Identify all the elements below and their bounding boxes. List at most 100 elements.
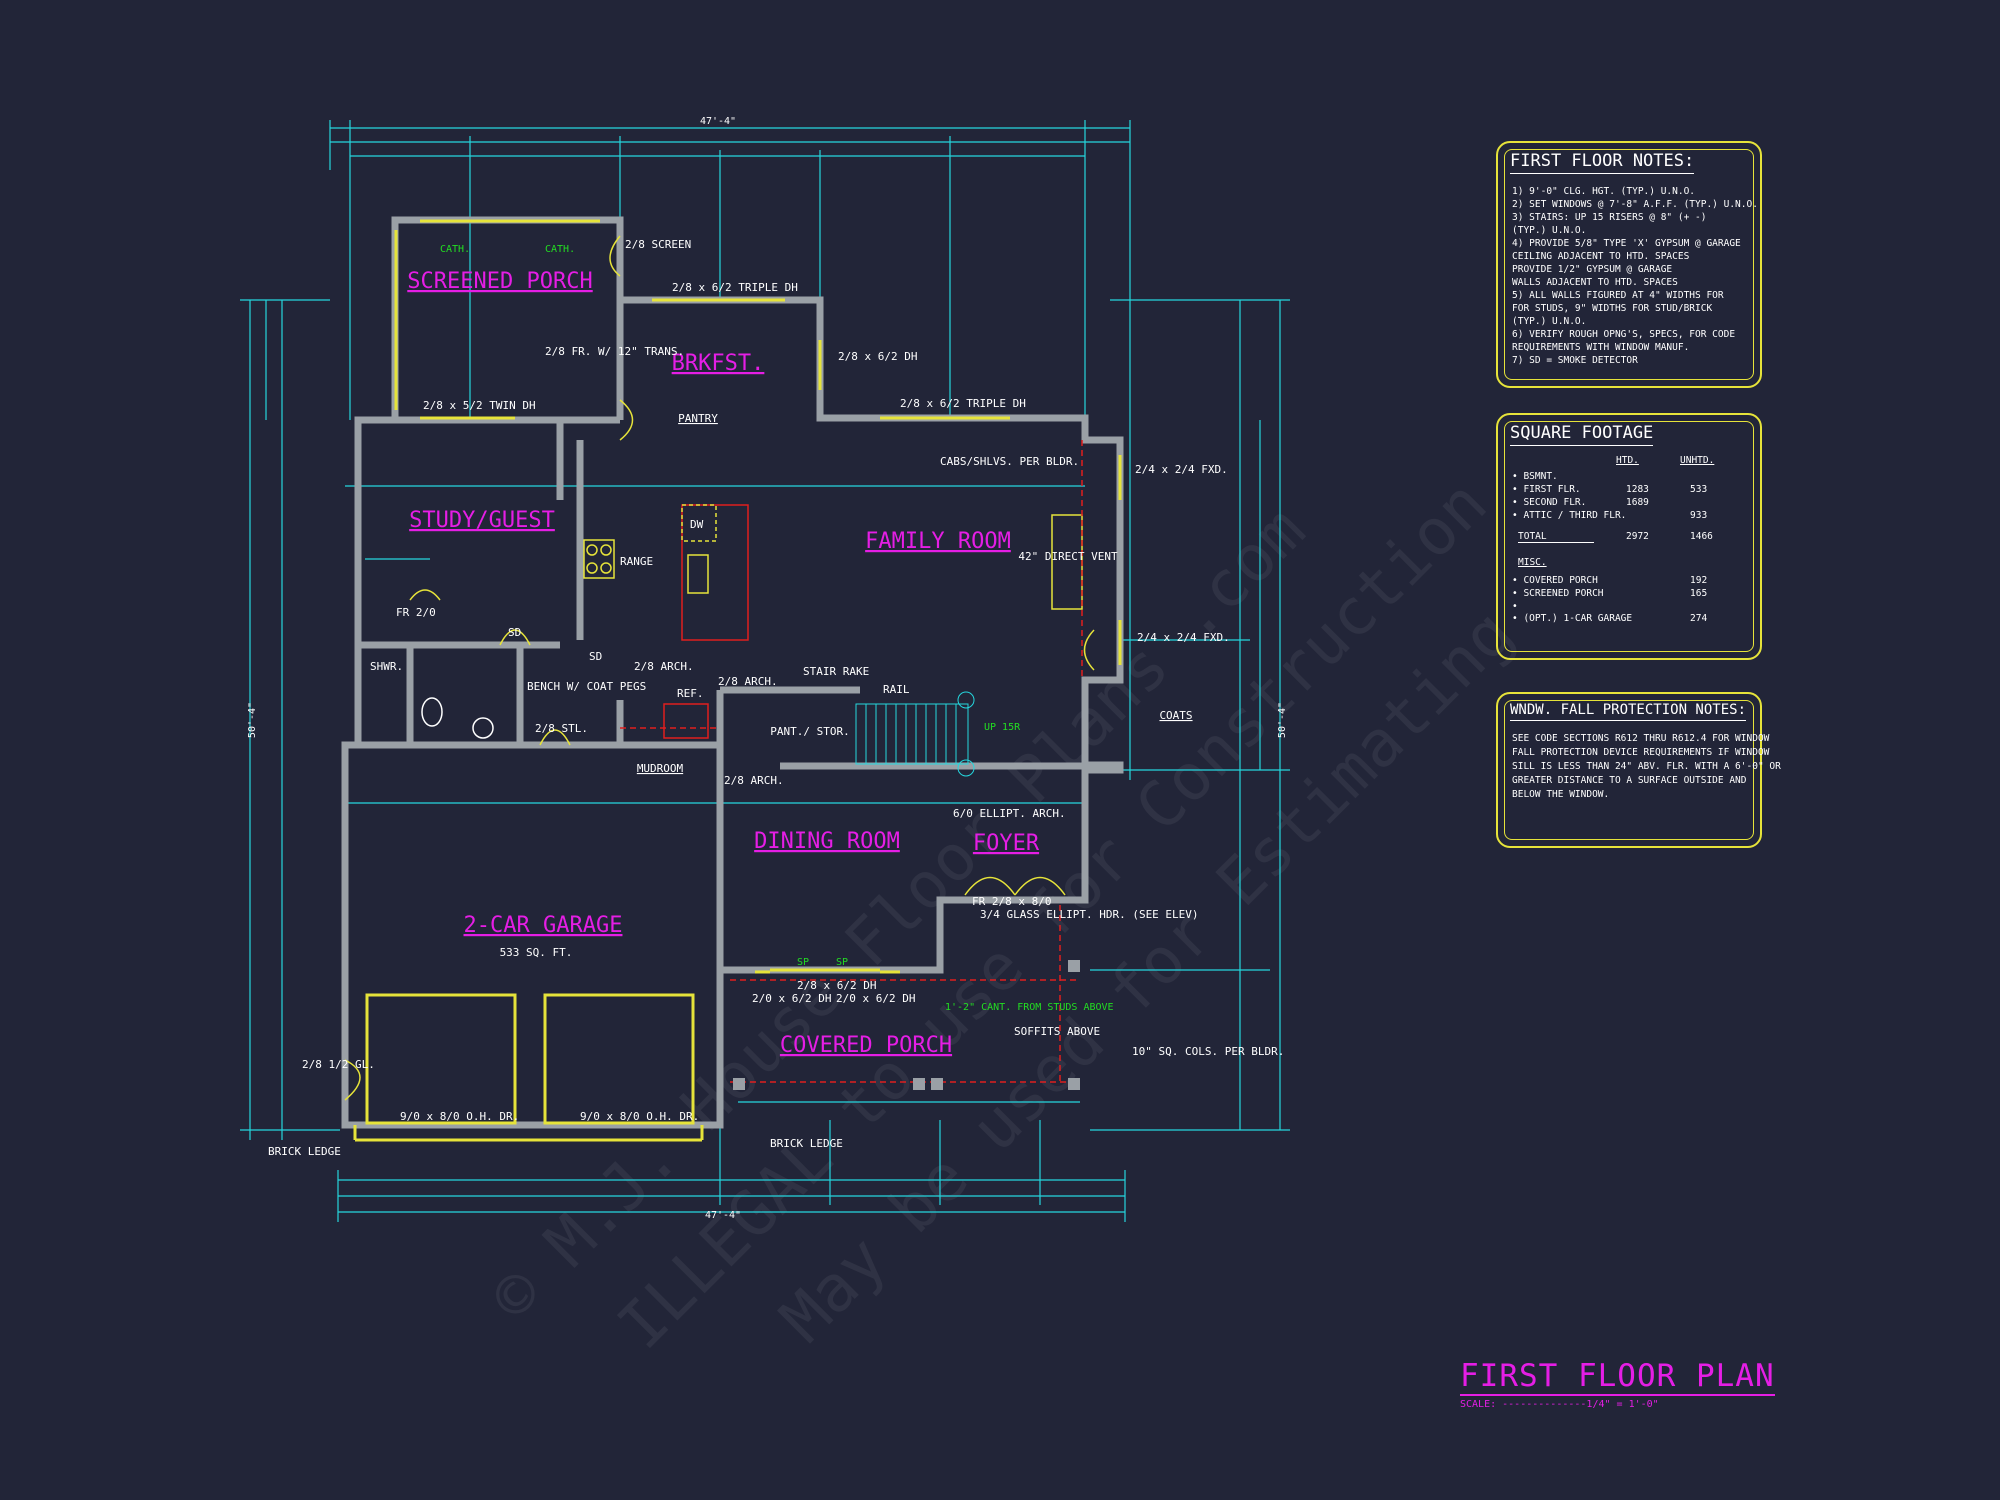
label-fxd-1: 2/4 x 2/4 FXD. xyxy=(1135,463,1228,476)
sqft-row: • FIRST FLR. 1283 533 xyxy=(1512,484,1746,496)
room-pant-stor: PANT./ STOR. xyxy=(770,725,849,738)
stairs xyxy=(855,691,975,777)
room-garage: 2-CAR GARAGE xyxy=(464,913,623,938)
sqft-row-label: • ATTIC / THIRD FLR. xyxy=(1512,510,1627,521)
sqft-total-label: TOTAL xyxy=(1518,531,1594,543)
note-line: CEILING ADJACENT TO HTD. SPACES xyxy=(1512,251,1690,262)
fall-line: SEE CODE SECTIONS R612 THRU R612.4 FOR W… xyxy=(1512,733,1770,744)
square-footage-panel: SQUARE FOOTAGE HTD. UNHTD. • BSMNT. • FI… xyxy=(1496,413,1762,660)
sqft-total-unhtd: 1466 xyxy=(1690,531,1713,542)
garage-area: 533 SQ. FT. xyxy=(500,946,573,959)
sqft-row-unhtd: 274 xyxy=(1690,613,1708,624)
porch-outline xyxy=(620,440,1083,1083)
fall-line: FALL PROTECTION DEVICE REQUIREMENTS IF W… xyxy=(1512,747,1770,758)
sqft-total-row: TOTAL 2972 1466 xyxy=(1512,531,1746,543)
panel-border xyxy=(1504,700,1754,840)
panel-border xyxy=(1504,149,1754,380)
fall-protection-panel: WNDW. FALL PROTECTION NOTES: SEE CODE SE… xyxy=(1496,692,1781,848)
note-line: PROVIDE 1/2" GYPSUM @ GARAGE xyxy=(1512,264,1673,275)
sqft-row: • (OPT.) 1-CAR GARAGE 274 xyxy=(1512,613,1746,625)
fall-lines: SEE CODE SECTIONS R612 THRU R612.4 FOR W… xyxy=(1512,732,1781,802)
sqft-row-unhtd: 165 xyxy=(1690,588,1708,599)
sqft-title: SQUARE FOOTAGE xyxy=(1510,423,1654,446)
room-covered-porch: COVERED PORCH xyxy=(780,1033,952,1058)
label-twin-dh: 2/8 x 5/2 TWIN DH xyxy=(423,399,536,412)
label-ohdr-1: 9/0 x 8/0 O.H. DR. xyxy=(400,1110,519,1123)
label-ohdr-2: 9/0 x 8/0 O.H. DR. xyxy=(580,1110,699,1123)
fixtures xyxy=(344,235,1095,1101)
title-block: FIRST FLOOR PLAN SCALE: --------------1/… xyxy=(1460,1358,1775,1410)
label-sd-1: SD xyxy=(508,626,521,639)
panel-border xyxy=(1504,421,1754,652)
room-coats: COATS xyxy=(1159,709,1192,722)
label-screen: 2/8 SCREEN xyxy=(625,238,691,251)
sqft-row-label: • SCREENED PORCH xyxy=(1512,588,1604,599)
first-floor-notes-panel: FIRST FLOOR NOTES: 1) 9'-0" CLG. HGT. (T… xyxy=(1496,141,1762,388)
label-fr-trans: 2/8 FR. W/ 12" TRANS. xyxy=(545,345,684,358)
label-cath-1: CATH. xyxy=(440,244,470,255)
sqft-header-row: HTD. UNHTD. xyxy=(1512,455,1746,467)
note-line: WALLS ADJACENT TO HTD. SPACES xyxy=(1512,277,1678,288)
label-cant: 1'-2" CANT. FROM STUDS ABOVE xyxy=(945,1002,1114,1013)
label-dh-right: 2/0 x 6/2 DH xyxy=(836,992,915,1005)
label-shwr: SHWR. xyxy=(370,660,403,673)
label-sp-2: SP xyxy=(836,957,848,968)
room-dining: DINING ROOM xyxy=(754,829,900,854)
label-dw: DW xyxy=(690,518,704,531)
label-porch-dh: 2/8 x 6/2 DH xyxy=(797,979,876,992)
sqft-col-htd: HTD. xyxy=(1616,455,1639,466)
sqft-row-label: • FIRST FLR. xyxy=(1512,484,1581,495)
notes-lines: 1) 9'-0" CLG. HGT. (TYP.) U.N.O. 2) SET … xyxy=(1512,185,1758,367)
label-brick-right: BRICK LEDGE xyxy=(770,1137,843,1150)
label-arch-3: 2/8 ARCH. xyxy=(724,774,784,787)
sqft-row: • ATTIC / THIRD FLR. 933 xyxy=(1512,510,1746,522)
label-stair-rake: STAIR RAKE xyxy=(803,665,869,678)
note-line: 1) 9'-0" CLG. HGT. (TYP.) U.N.O. xyxy=(1512,186,1696,197)
note-line: 5) ALL WALLS FIGURED AT 4" WIDTHS FOR xyxy=(1512,290,1724,301)
label-triple-dh-fam: 2/8 x 6/2 TRIPLE DH xyxy=(900,397,1026,410)
label-arch-2: 2/8 ARCH. xyxy=(718,675,778,688)
sqft-row-label: • (OPT.) 1-CAR GARAGE xyxy=(1512,613,1633,624)
note-line: 3) STAIRS: UP 15 RISERS @ 8" (+ -) xyxy=(1512,212,1707,223)
label-bench: BENCH W/ COAT PEGS xyxy=(527,680,646,693)
note-line: (TYP.) U.N.O. xyxy=(1512,316,1587,327)
label-soffits: SOFFITS ABOVE xyxy=(1014,1025,1100,1038)
label-dh-brkfst: 2/8 x 6/2 DH xyxy=(838,350,917,363)
label-cols: 10" SQ. COLS. PER BLDR. xyxy=(1132,1045,1284,1058)
label-sd-2: SD xyxy=(589,650,602,663)
sqft-row-htd: 1283 xyxy=(1626,484,1649,495)
fall-line: GREATER DISTANCE TO A SURFACE OUTSIDE AN… xyxy=(1512,775,1747,786)
overall-width: 47'-4" xyxy=(700,116,736,127)
sqft-row-htd: 1689 xyxy=(1626,497,1649,508)
plan-annotations: CATH. CATH. 2/8 SCREEN 2/8 x 6/2 TRIPLE … xyxy=(268,238,1284,1158)
note-line: 4) PROVIDE 5/8" TYPE 'X' GYPSUM @ GARAGE xyxy=(1512,238,1741,249)
overall-depth-right: 50'-4" xyxy=(1277,702,1288,738)
dimension-lines xyxy=(240,120,1290,1222)
note-line: (TYP.) U.N.O. xyxy=(1512,225,1587,236)
sqft-total-htd: 2972 xyxy=(1626,531,1649,542)
label-triple-dh-top: 2/8 x 6/2 TRIPLE DH xyxy=(672,281,798,294)
sqft-row-unhtd: 933 xyxy=(1690,510,1708,521)
label-ellipt-arch: 6/0 ELLIPT. ARCH. xyxy=(953,807,1066,820)
label-rail: RAIL xyxy=(883,683,910,696)
room-brkfst: BRKFST. xyxy=(672,351,765,376)
note-line: 7) SD = SMOKE DETECTOR xyxy=(1512,355,1638,366)
sqft-row: • xyxy=(1512,601,1746,613)
label-sp-1: SP xyxy=(797,957,809,968)
sqft-row-label: • xyxy=(1512,601,1518,612)
label-brick-left: BRICK LEDGE xyxy=(268,1145,341,1158)
label-cabs: CABS/SHLVS. PER BLDR. xyxy=(940,455,1079,468)
windows xyxy=(353,219,1122,1142)
note-line: FOR STUDS, 9" WIDTHS FOR STUD/BRICK xyxy=(1512,303,1713,314)
note-line: REQUIREMENTS WITH WINDOW MANUF. xyxy=(1512,342,1690,353)
label-pr-study: FR 2/0 xyxy=(396,606,436,619)
label-arch-1: 2/8 ARCH. xyxy=(634,660,694,673)
sqft-row: • SECOND FLR. 1689 xyxy=(1512,497,1746,509)
porch-columns xyxy=(733,960,1080,1090)
label-front-door: FR 2/8 x 8/0 xyxy=(972,895,1051,908)
sqft-row: • COVERED PORCH 192 xyxy=(1512,575,1746,587)
room-labels: SCREENED PORCH BRKFST. STUDY/GUEST FAMIL… xyxy=(407,269,1192,1058)
room-study: STUDY/GUEST xyxy=(409,508,555,533)
notes-title: FIRST FLOOR NOTES: xyxy=(1510,151,1695,174)
